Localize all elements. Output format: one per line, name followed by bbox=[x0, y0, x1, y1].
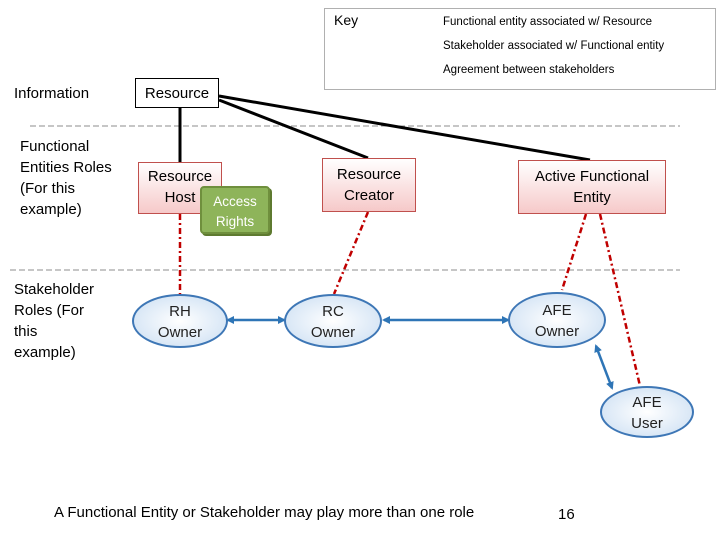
rc-owner-line: Owner bbox=[310, 324, 356, 341]
rh-owner-line: RH bbox=[169, 303, 191, 320]
link-resource-afe bbox=[218, 94, 591, 162]
page-number: 16 bbox=[558, 506, 575, 523]
row-label-functional-line: example) bbox=[20, 201, 82, 218]
active-functional-entity-node: Active Functional Entity bbox=[518, 160, 666, 214]
row-label-stakeholder-line: this bbox=[14, 323, 38, 340]
key-box bbox=[324, 8, 716, 90]
resource-creator-node: Resource Creator bbox=[322, 158, 416, 212]
rc-owner-node: RC Owner bbox=[284, 294, 382, 348]
footer-note: A Functional Entity or Stakeholder may p… bbox=[54, 504, 475, 521]
row-label-stakeholder-line: Roles (For bbox=[14, 302, 85, 319]
row-label-information: Information bbox=[14, 85, 90, 102]
afe-owner-line: Owner bbox=[534, 323, 580, 340]
afe-user-line: User bbox=[631, 415, 663, 432]
key-stakeholder-label: Stakeholder associated w/ Functional ent… bbox=[443, 40, 665, 52]
access-rights-node: Access Rights bbox=[200, 186, 270, 234]
afe-owner-node: AFE Owner bbox=[508, 292, 606, 348]
active-fe-line: Active Functional bbox=[534, 168, 650, 185]
row-label-stakeholder: Stakeholder Roles (For this example) bbox=[14, 279, 94, 363]
access-rights-line: Rights bbox=[215, 214, 255, 229]
resource-host-line: Host bbox=[164, 189, 196, 206]
resource-host-line: Resource bbox=[147, 168, 213, 185]
agreement-afeowner-afeuser bbox=[594, 344, 614, 390]
resource-creator-line: Resource bbox=[336, 166, 402, 183]
link-afe-afeuser bbox=[598, 213, 642, 387]
afe-user-node: AFE User bbox=[600, 386, 694, 438]
row-label-functional-line: Functional bbox=[20, 138, 90, 155]
active-fe-line: Entity bbox=[573, 189, 611, 206]
access-rights-line: Access bbox=[213, 194, 257, 209]
rh-owner-node: RH Owner bbox=[132, 294, 228, 348]
resource-node: Resource bbox=[135, 78, 219, 108]
row-label-functional-line: (For this bbox=[20, 180, 76, 197]
link-afe-afeowner bbox=[560, 213, 588, 291]
row-label-functional-line: Entities Roles bbox=[20, 159, 112, 176]
afe-owner-line: AFE bbox=[542, 302, 572, 319]
row-label-stakeholder-line: example) bbox=[14, 344, 76, 361]
resource-creator-line: Creator bbox=[343, 187, 395, 204]
rh-owner-line: Owner bbox=[157, 324, 203, 341]
key-functional-label: Functional entity associated w/ Resource bbox=[443, 16, 653, 28]
rc-owner-line: RC bbox=[322, 303, 344, 320]
link-creator-rcowner bbox=[332, 211, 370, 295]
key-agreement-label: Agreement between stakeholders bbox=[443, 64, 615, 76]
row-label-stakeholder-line: Stakeholder bbox=[14, 281, 95, 298]
afe-user-line: AFE bbox=[632, 394, 662, 411]
row-label-functional: Functional Entities Roles (For this exam… bbox=[20, 136, 112, 220]
link-resource-creator bbox=[218, 98, 369, 160]
key-title: Key bbox=[334, 12, 359, 28]
